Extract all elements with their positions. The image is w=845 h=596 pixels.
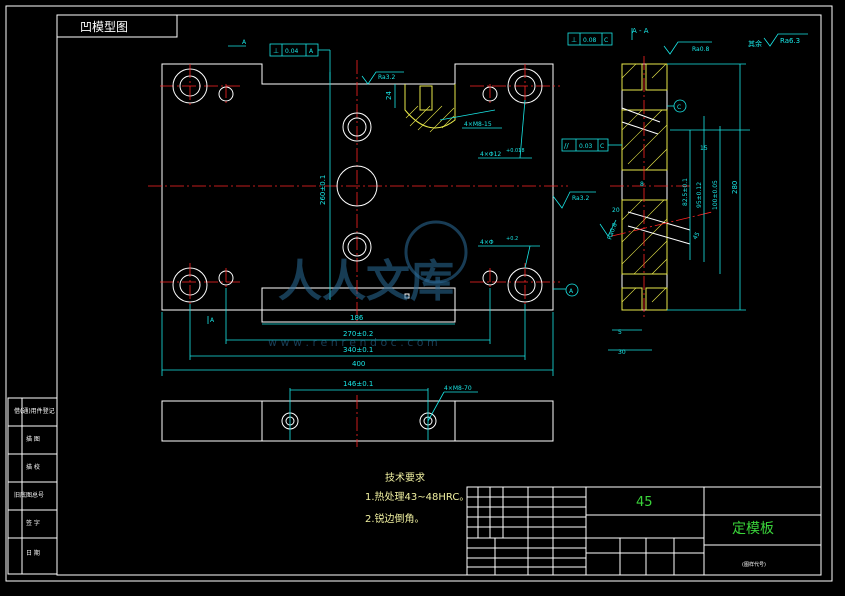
- note-phi: 4×Φ: [480, 239, 494, 246]
- tech-requirements: 技术要求 1.热处理43~48HRC。 2.锐边倒角。: [365, 471, 469, 525]
- tol3-value: 0.03: [579, 143, 593, 150]
- note-phi12: 4×Φ12: [480, 151, 501, 158]
- tol3-datum: C: [600, 143, 604, 150]
- dim-section-j: 8: [640, 181, 644, 188]
- roughness-section-mid: Ra0.8: [606, 222, 619, 241]
- plate-outline: [161, 63, 554, 311]
- dim-section-f: 20: [612, 207, 620, 214]
- bottom-slot: [261, 287, 456, 323]
- roughness-side: Ra3.2: [572, 195, 589, 202]
- tol1-symbol: ⊥: [273, 47, 279, 55]
- roughness-other-label: 其余: [748, 39, 762, 48]
- tol1-datum: A: [309, 48, 314, 55]
- dim-section-a: 82.5±0.1: [682, 178, 689, 206]
- dim-overall-width: 400: [352, 360, 365, 368]
- section-label: A - A: [632, 27, 649, 35]
- drawing-no-text: (图样代号): [742, 561, 766, 568]
- tolerance-frame-2: ⊥ 0.08 C: [567, 32, 613, 46]
- dim-height-260: 260±0.1: [319, 175, 327, 205]
- center-guide-hole-bottom: [342, 232, 372, 262]
- part-name-text: 定模板: [732, 521, 774, 537]
- left-table-label-5: 日 期: [26, 549, 40, 557]
- section-view: A - A ⊥ 0.08 C // 0.03 C C Ra0.8 Ra0.8: [561, 27, 808, 356]
- left-table-label-3: 旧底图总号: [14, 491, 44, 499]
- datum-label-top: A: [242, 39, 247, 46]
- tech-item-1: 1.热处理43~48HRC。: [365, 490, 469, 503]
- roughness-section-top: Ra0.8: [692, 46, 709, 53]
- title-block: 45 定模板 (图样代号): [466, 486, 822, 576]
- tol2-symbol: ⊥: [571, 36, 577, 44]
- dim-section-c: 100±0.05: [712, 180, 719, 210]
- dim-width-186: 186: [350, 314, 364, 322]
- tolerance-frame-3: // 0.03 C: [561, 138, 622, 152]
- datum-a-marker: [565, 283, 579, 297]
- svg-text:A: A: [569, 288, 574, 295]
- title-tab-text: 凹模型图: [80, 20, 128, 34]
- dim-section-d: 280: [731, 181, 739, 194]
- tapped-hole-1: [218, 84, 234, 104]
- top-pocket: [404, 84, 456, 133]
- dim-section-g: 45: [692, 231, 702, 241]
- tolerance-frame-1: ⊥ 0.04 A: [269, 43, 331, 80]
- corner-hole-bottom-left: [172, 263, 208, 307]
- left-table-label-2: 描 校: [26, 463, 40, 471]
- watermark: 人人文库 w w w . r e n r e n d o c . c o m: [268, 220, 468, 349]
- corner-hole-bottom-right: [507, 263, 543, 307]
- roughness-top: Ra3.2: [378, 74, 395, 81]
- note-m8-15: 4×M8-15: [464, 121, 492, 128]
- material-text: 45: [636, 495, 653, 510]
- tapped-hole-3: [218, 268, 234, 288]
- tol2-value: 0.08: [583, 37, 597, 44]
- tech-item-2: 2.锐边倒角。: [365, 512, 425, 525]
- tapped-hole-4: [482, 268, 498, 288]
- watermark-logo-icon: [404, 220, 468, 284]
- left-revision-table: 借(通)用件登记 描 图 描 校 旧底图总号 签 字 日 期: [7, 397, 58, 575]
- inner-border: [56, 14, 822, 576]
- note-tol-02: +0.2: [506, 236, 518, 242]
- dim-section-e: 15: [700, 145, 708, 152]
- center-guide-hole-top: [342, 112, 372, 142]
- left-table-label-1: 描 图: [26, 435, 40, 443]
- dim-width-270: 270±0.2: [343, 330, 373, 338]
- note-tol-018: +0.018: [506, 148, 525, 154]
- dim-height-24: 24: [385, 91, 393, 100]
- left-table-label-0: 借(通)用件登记: [14, 407, 55, 415]
- tapped-hole-2: [482, 84, 498, 104]
- note-m8-70: 4×M8-70: [444, 385, 472, 392]
- watermark-url: w w w . r e n r e n d o c . c o m: [268, 336, 438, 349]
- datum-label-left: A: [210, 317, 215, 324]
- dim-section-h: 5: [618, 329, 622, 336]
- section-hatching: [621, 63, 668, 311]
- dim-section-i: 30: [618, 349, 626, 356]
- bottom-view: 146±0.1 4×M8-70: [161, 380, 554, 447]
- dim-hole-spacing: 146±0.1: [343, 380, 373, 388]
- corner-hole-top-left: [172, 64, 208, 108]
- tol1-value: 0.04: [285, 48, 299, 55]
- title-tab: 凹模型图: [56, 14, 178, 38]
- dim-section-b: 95±0.12: [696, 182, 703, 208]
- tol2-datum: C: [604, 37, 608, 44]
- left-table-label-4: 签 字: [26, 519, 40, 527]
- center-main-hole: [336, 165, 378, 207]
- tol3-symbol: //: [564, 142, 569, 150]
- watermark-brand: 人人文库: [278, 256, 454, 307]
- dim-width-340: 340±0.1: [343, 346, 373, 354]
- tech-heading: 技术要求: [385, 471, 425, 484]
- drawing-frame: [5, 5, 833, 582]
- datum-c-label: C: [677, 104, 681, 111]
- plan-view: [148, 60, 568, 323]
- plan-dimensions: 400 340±0.1 270±0.2 186 260±0.1 24 4×M8-…: [161, 39, 596, 376]
- roughness-general: Ra6.3: [780, 37, 800, 45]
